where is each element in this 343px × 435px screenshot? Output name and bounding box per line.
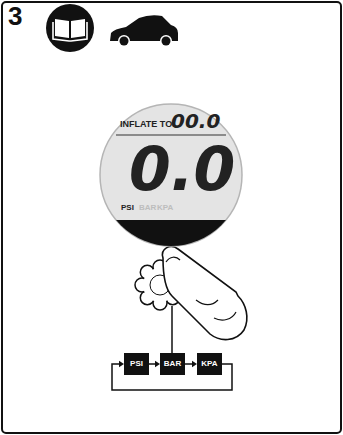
arrow-head (192, 361, 197, 367)
arrow-head (155, 361, 160, 367)
unit-box: BAR (160, 353, 185, 375)
display-text: INFLATE TO (120, 120, 172, 129)
display-text: 00.0 (171, 111, 220, 131)
flow-arrow (112, 361, 232, 390)
flow-arrow (149, 361, 160, 367)
unit-label: PSI (130, 360, 143, 368)
display-text: BAR (139, 204, 156, 212)
unit-box: PSI (124, 353, 149, 375)
step-number: 3 (8, 3, 22, 29)
connector-line (149, 363, 156, 365)
unit-label: BAR (164, 360, 181, 368)
unit-box: KPA (197, 353, 222, 375)
display-text: PSI (121, 204, 134, 212)
flow-arrow (185, 361, 197, 367)
arrow-head (119, 361, 124, 367)
connector-line (112, 364, 232, 390)
connector-line (185, 363, 193, 365)
display-text: KPA (157, 204, 173, 212)
lcd-display: INFLATE TO00.0 0.0PSI BARKPA (99, 103, 243, 247)
unit-label: KPA (201, 360, 217, 368)
display-text: 0.0 (129, 139, 235, 199)
